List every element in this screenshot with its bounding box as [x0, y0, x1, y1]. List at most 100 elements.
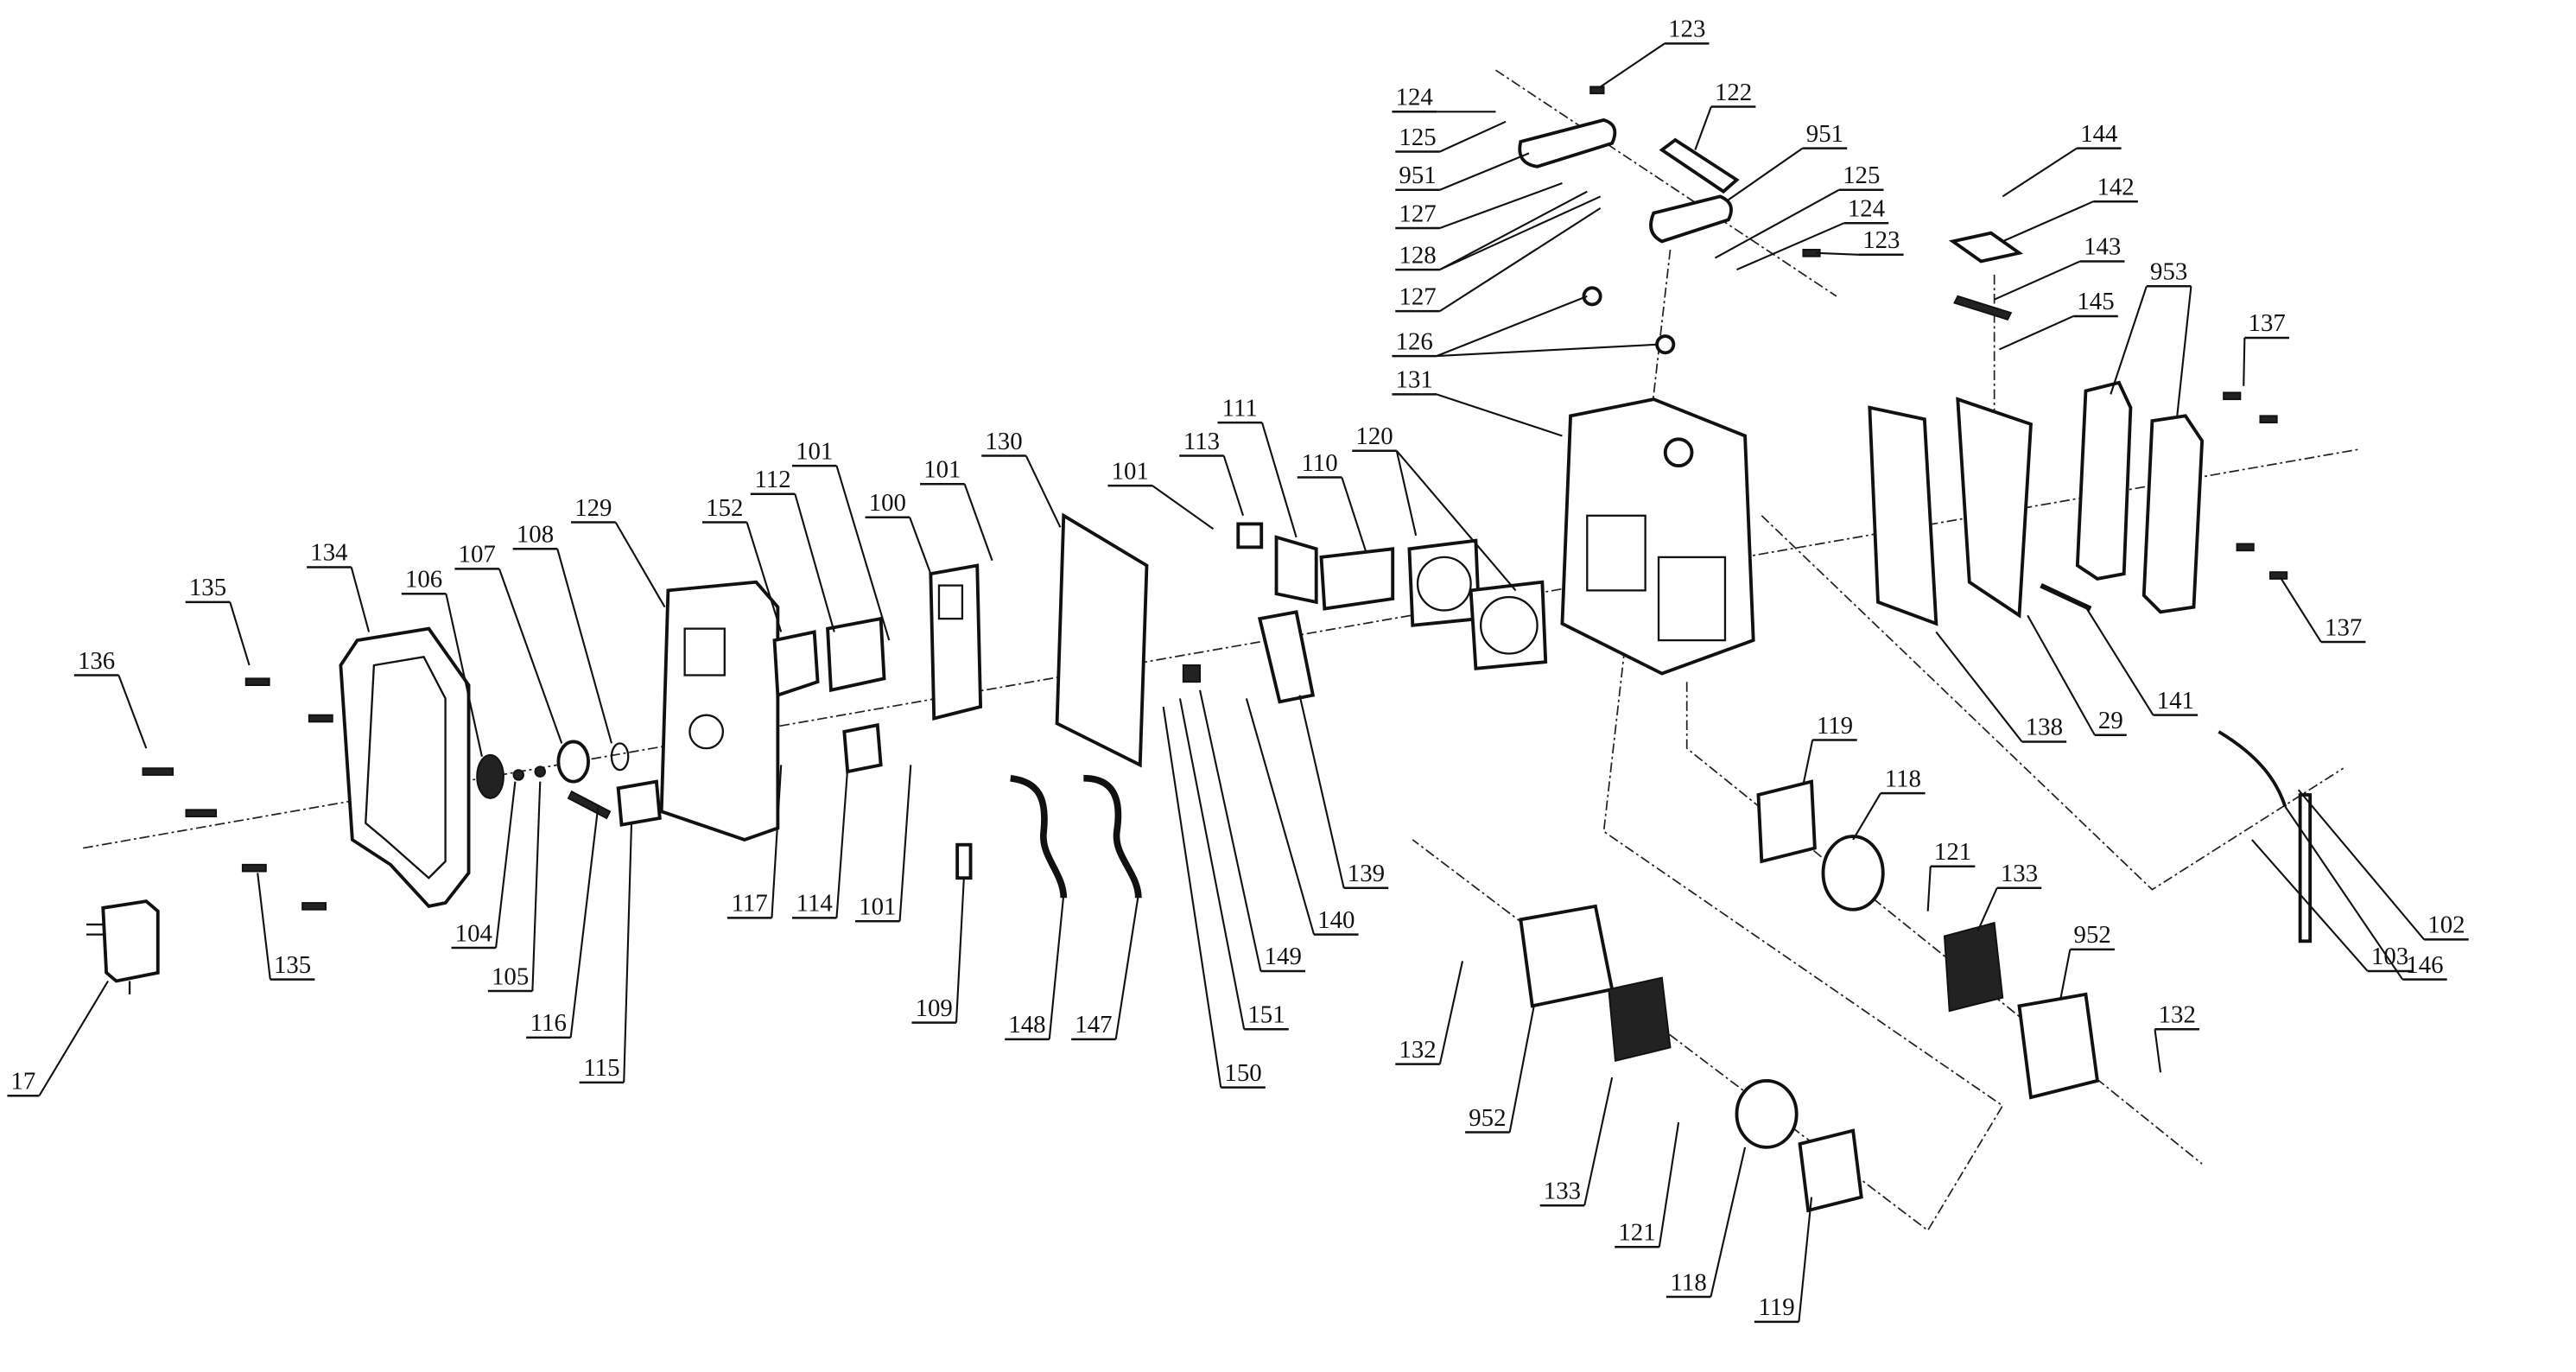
callout-134: 134 — [307, 539, 371, 632]
callout-953: 953 — [2110, 258, 2192, 416]
callout-label: 146 — [2406, 951, 2443, 979]
callout-leader-line — [1438, 961, 1464, 1064]
callout-119: 119 — [1802, 712, 1857, 785]
callout-952: 952 — [2059, 921, 2115, 998]
part-knob — [476, 753, 504, 799]
callout-951: 951 — [1395, 152, 1530, 191]
callout-127: 127 — [1395, 182, 1563, 230]
callout-label: 105 — [492, 962, 529, 990]
callout-leader-line — [2084, 607, 2154, 716]
part-housing-hinge — [1663, 437, 1694, 468]
callout-120: 120 — [1352, 422, 1517, 592]
callout-138: 138 — [1935, 631, 2067, 743]
callout-137: 137 — [2279, 576, 2366, 644]
part-speaker-gasket-b-hole — [1480, 595, 1539, 655]
part-side-handle-a — [2075, 380, 2133, 581]
part-frame-952-upper — [2017, 992, 2100, 1100]
callout-label: 147 — [1075, 1011, 1112, 1039]
callout-label: 136 — [78, 647, 115, 675]
callout-148: 148 — [1005, 894, 1065, 1041]
callout-101: 101 — [855, 765, 912, 923]
callout-leader-line — [1396, 450, 1517, 592]
callout-label: 101 — [1112, 457, 1149, 485]
part-module-139 — [1257, 610, 1316, 704]
callout-leader-line — [1600, 42, 1666, 88]
callout-leader-line — [1245, 698, 1316, 935]
callout-label: 118 — [1671, 1268, 1707, 1296]
callout-label: 127 — [1399, 283, 1436, 310]
callout-label: 126 — [1396, 327, 1433, 355]
callout-leader-line — [1114, 894, 1139, 1039]
callout-label: 121 — [1618, 1219, 1655, 1247]
callout-label: 119 — [1759, 1293, 1795, 1321]
callout-leader-line — [963, 483, 993, 562]
callout-leader-line — [835, 768, 849, 918]
callout-143: 143 — [1994, 233, 2125, 301]
callout-leader-line — [1222, 455, 1245, 517]
callout-label: 111 — [1222, 394, 1258, 422]
callout-leader-line — [909, 517, 932, 575]
callout-105: 105 — [487, 781, 542, 993]
part-small-pcb-114 — [842, 722, 883, 774]
callout-118: 118 — [1852, 765, 1926, 841]
callout-label: 102 — [2427, 911, 2465, 939]
callout-label: 141 — [2157, 687, 2194, 715]
part-handle-arm-right — [1649, 194, 1733, 244]
part-bearing-126b — [1655, 334, 1676, 355]
callout-leader-line — [746, 522, 783, 632]
part-adapter-plug — [86, 923, 131, 994]
callout-label: 114 — [796, 890, 833, 918]
part-keypad-112 — [826, 616, 886, 693]
callout-label: 137 — [2249, 309, 2286, 337]
callout-label: 125 — [1399, 124, 1436, 151]
callout-129: 129 — [571, 494, 666, 608]
callout-leader-line — [2110, 285, 2148, 395]
right-axis-line — [1761, 515, 2344, 891]
handle-axis-line — [1495, 69, 1837, 297]
part-o-ring — [610, 742, 630, 772]
callout-119: 119 — [1754, 1197, 1813, 1324]
callout-leader-line — [2243, 337, 2246, 386]
callout-leader-line — [2297, 789, 2425, 941]
callout-label: 139 — [1348, 860, 1385, 887]
callout-leader-line — [1439, 152, 1530, 191]
part-speaker-gasket-119-lower — [1798, 1128, 1863, 1213]
callout-label: 132 — [2159, 1001, 2196, 1029]
callout-leader-line — [257, 873, 271, 980]
part-board-113 — [1236, 522, 1264, 549]
callout-label: 124 — [1848, 195, 1885, 223]
callout-label: 103 — [2371, 943, 2408, 970]
callout-label: 107 — [459, 541, 496, 568]
part-speaker-gasket-a-hole — [1416, 556, 1472, 612]
callout-leader-line — [1439, 190, 1588, 271]
part-power-adapter — [101, 899, 160, 983]
callout-leader-line — [350, 567, 371, 632]
callout-label: 101 — [859, 893, 896, 921]
callout-leader-line — [1439, 182, 1563, 229]
callout-leader-line — [2279, 576, 2322, 643]
callout-leader-line — [1178, 698, 1246, 1030]
callout-leader-line — [1439, 195, 1602, 271]
callout-leader-line — [2002, 147, 2078, 198]
callout-label: 152 — [706, 494, 743, 522]
callout-122: 122 — [1694, 79, 1756, 150]
part-main-housing — [1560, 397, 1755, 676]
part-pcb-chip — [937, 584, 964, 620]
callout-132: 132 — [1395, 961, 1464, 1065]
part-keypad-152 — [772, 630, 820, 698]
callout-label: 145 — [2077, 288, 2114, 315]
part-spacer-109 — [955, 842, 973, 880]
callout-label: 109 — [916, 994, 953, 1022]
callout-leader-line — [1583, 1077, 1614, 1206]
callout-leader-line — [1694, 106, 1712, 150]
callout-leader-line — [1728, 147, 1804, 201]
callout-label: 135 — [189, 574, 226, 601]
callout-151: 151 — [1178, 698, 1289, 1031]
callout-leader-line — [794, 493, 835, 632]
callout-116: 116 — [526, 804, 600, 1039]
part-rod-141 — [2040, 582, 2092, 612]
callout-leader-line — [1658, 1121, 1680, 1248]
callout-label: 142 — [2097, 173, 2134, 200]
callout-137: 137 — [2243, 309, 2289, 386]
